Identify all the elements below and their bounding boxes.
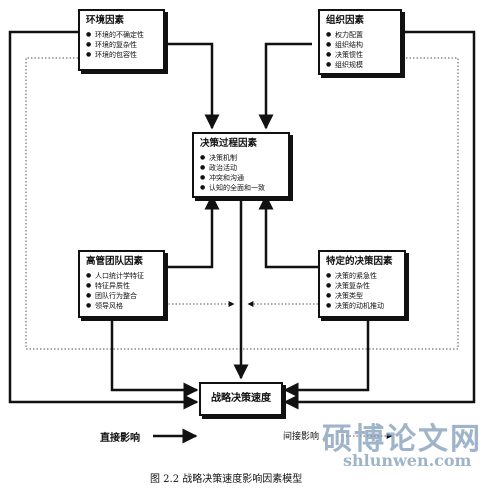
- list-item: 领导风格: [86, 301, 157, 311]
- list-item: 决策惯性: [326, 50, 394, 60]
- direct-link-organization-speed: [283, 30, 476, 410]
- direct-link-team-speed: [110, 318, 199, 398]
- direct-link-organization-process: [258, 42, 312, 130]
- direct-link-team-process: [165, 194, 220, 269]
- list-item: 环境的复杂性: [86, 40, 157, 50]
- decision-process-factors-list: 决策机制 政治活动 冲突和沟通 认知的全面和一致: [200, 153, 282, 193]
- environment-factors-title: 环境因素: [86, 15, 125, 26]
- direct-link-decision-speed: [283, 318, 370, 398]
- legend-indirect-label: 间接影响: [283, 432, 320, 442]
- environment-factors-box: 环境因素 环境的不确定性 环境的复杂性 环境的包容性: [78, 9, 165, 71]
- watermark-logo: 硕博论文网: [322, 422, 482, 457]
- list-item: 决策的紧急性: [326, 271, 398, 281]
- list-item: 团队行为整合: [86, 291, 157, 301]
- decision-speed-box: 战略决策速度: [199, 382, 283, 416]
- list-item: 组织规模: [326, 60, 394, 70]
- list-item: 环境的包容性: [86, 50, 157, 60]
- figure-caption: 图 2.2 战略决策速度影响因素模型: [150, 474, 303, 485]
- list-item: 特征异质性: [86, 281, 157, 291]
- list-item: 环境的不确定性: [86, 30, 157, 40]
- top-team-factors-box: 高管团队因素 人口统计学特征 特征异质性 团队行为整合 领导风格: [78, 250, 165, 318]
- specific-decision-factors-list: 决策的紧急性 决策复杂性 决策类型 决策的动机推动: [326, 271, 398, 311]
- direct-link-decision-process: [258, 194, 318, 269]
- specific-decision-factors-title: 特定的决策因素: [326, 256, 393, 267]
- list-item: 决策复杂性: [326, 281, 398, 291]
- list-item: 政治活动: [200, 163, 282, 173]
- environment-factors-list: 环境的不确定性 环境的复杂性 环境的包容性: [86, 30, 157, 60]
- list-item: 人口统计学特征: [86, 271, 157, 281]
- list-item: 决策类型: [326, 291, 398, 301]
- decision-process-factors-box: 决策过程因素 决策机制 政治活动 冲突和沟通 认知的全面和一致: [192, 132, 290, 198]
- decision-speed-title: 战略决策速度: [211, 393, 271, 404]
- direct-link-environment-speed: [8, 30, 199, 410]
- list-item: 冲突和沟通: [200, 173, 282, 183]
- list-item: 决策的动机推动: [326, 301, 398, 311]
- decision-process-factors-title: 决策过程因素: [200, 138, 258, 149]
- list-item: 认知的全面和一致: [200, 183, 282, 193]
- legend-direct-label: 直接影响: [100, 433, 140, 444]
- direct-link-environment-process: [165, 42, 220, 130]
- top-team-factors-list: 人口统计学特征 特征异质性 团队行为整合 领导风格: [86, 271, 157, 311]
- list-item: 组织结构: [326, 40, 394, 50]
- indirect-frame-top: [25, 57, 459, 350]
- organization-factors-title: 组织因素: [326, 15, 365, 26]
- specific-decision-factors-box: 特定的决策因素 决策的紧急性 决策复杂性 决策类型 决策的动机推动: [318, 250, 406, 318]
- list-item: 权力配置: [326, 30, 394, 40]
- organization-factors-box: 组织因素 权力配置 组织结构 决策惯性 组织规模: [318, 9, 402, 75]
- list-item: 决策机制: [200, 153, 282, 163]
- organization-factors-list: 权力配置 组织结构 决策惯性 组织规模: [326, 30, 394, 70]
- watermark-url: shlunwen.com: [343, 451, 472, 470]
- top-team-factors-title: 高管团队因素: [86, 256, 144, 267]
